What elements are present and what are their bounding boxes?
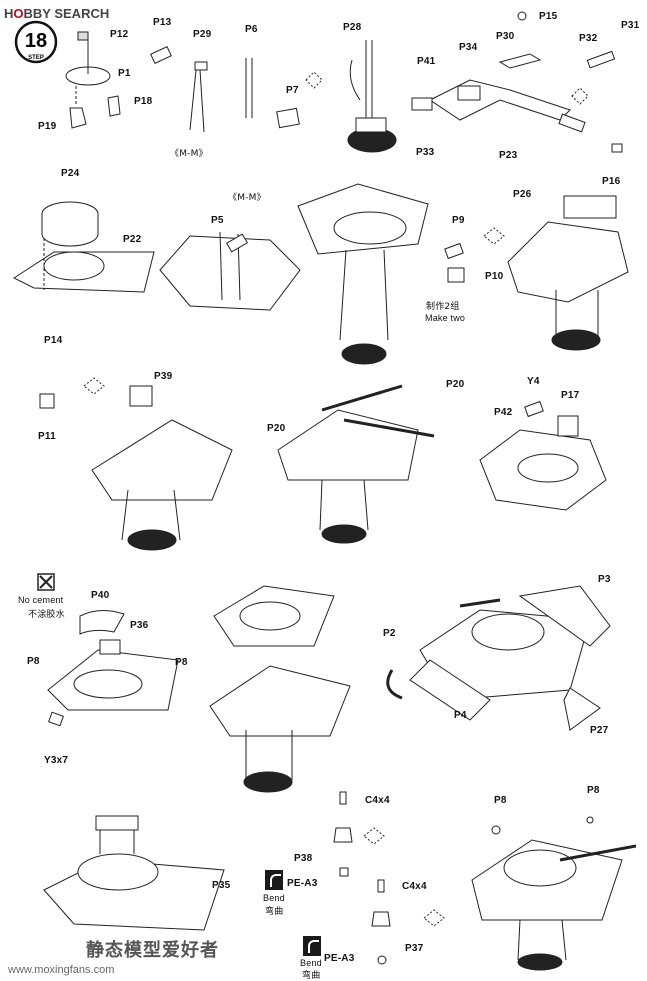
subassembly-p20 bbox=[277, 384, 435, 544]
label-mm-2: 《M-M》 bbox=[228, 193, 266, 203]
label-p15: P15 bbox=[539, 11, 558, 22]
label-p36: P36 bbox=[130, 620, 149, 631]
label-y4: Y4 bbox=[527, 376, 540, 387]
subassembly-p23 bbox=[411, 11, 623, 153]
subassembly-p37 bbox=[371, 879, 445, 965]
label-p14: P14 bbox=[44, 335, 63, 346]
subassembly-p9-p10 bbox=[444, 227, 505, 283]
label-p11: P11 bbox=[38, 431, 56, 442]
label-p24: P24 bbox=[61, 168, 80, 179]
label-p34: P34 bbox=[459, 42, 478, 53]
subassembly-p40-p36 bbox=[37, 573, 179, 727]
label-c4x4-b: C4x4 bbox=[402, 881, 427, 892]
subassembly-p39 bbox=[39, 377, 233, 551]
label-p33: P33 bbox=[416, 147, 435, 158]
label-p35: P35 bbox=[212, 880, 231, 891]
subassembly-p2-p3-p4 bbox=[386, 585, 611, 731]
subassembly-turret-mount bbox=[209, 585, 351, 793]
label-p38: P38 bbox=[294, 853, 313, 864]
label-make-two-cn: 制作2组 bbox=[426, 302, 460, 312]
label-p17: P17 bbox=[561, 390, 580, 401]
label-p10: P10 bbox=[485, 271, 504, 282]
subassembly-p42-p17 bbox=[479, 400, 607, 511]
label-bend-a: Bend bbox=[263, 893, 285, 903]
step-word: STEP bbox=[28, 55, 44, 61]
label-bend-cn-b: 弯曲 bbox=[302, 971, 321, 981]
label-p31: P31 bbox=[621, 20, 640, 31]
bend-icon bbox=[303, 936, 321, 956]
subassembly-p35 bbox=[43, 815, 225, 931]
label-p5: P5 bbox=[211, 215, 224, 226]
subassembly-p13-p29 bbox=[150, 46, 208, 133]
label-bend-b: Bend bbox=[300, 958, 322, 968]
label-p42: P42 bbox=[494, 407, 513, 418]
label-p9: P9 bbox=[452, 215, 465, 226]
label-c4x4-a: C4x4 bbox=[365, 795, 390, 806]
label-make-two: Make two bbox=[425, 313, 466, 323]
subassembly-p38 bbox=[333, 791, 385, 877]
label-pe-a3-a: PE-A3 bbox=[287, 878, 318, 889]
label-p2: P2 bbox=[383, 628, 396, 639]
label-p18: P18 bbox=[134, 96, 153, 107]
subassembly-final-turret bbox=[471, 816, 637, 971]
label-p26: P26 bbox=[513, 189, 532, 200]
watermark-text: 静态模型爱好者 bbox=[86, 940, 219, 961]
label-p30: P30 bbox=[496, 31, 515, 42]
subassembly-hull-ring bbox=[297, 183, 429, 365]
label-p8-c: P8 bbox=[494, 795, 507, 806]
label-pe-a3-b: PE-A3 bbox=[324, 953, 355, 964]
label-p20-right: P20 bbox=[446, 379, 465, 390]
label-p8-right: P8 bbox=[175, 657, 188, 668]
label-p12: P12 bbox=[110, 29, 129, 40]
label-p22: P22 bbox=[123, 234, 142, 245]
label-p23: P23 bbox=[499, 150, 518, 161]
label-p16: P16 bbox=[602, 176, 621, 187]
label-p8-d: P8 bbox=[587, 785, 600, 796]
label-p20-left: P20 bbox=[267, 423, 286, 434]
label-p8-left: P8 bbox=[27, 656, 40, 667]
label-p13: P13 bbox=[153, 17, 172, 28]
label-p3: P3 bbox=[598, 574, 611, 585]
subassembly-p6 bbox=[245, 58, 323, 129]
subassembly-p28 bbox=[347, 40, 397, 153]
step-number: 18 bbox=[25, 30, 47, 52]
label-p32: P32 bbox=[579, 33, 598, 44]
step-badge: 18 STEP bbox=[14, 20, 58, 64]
label-no-cement: No cement bbox=[18, 595, 64, 605]
subassembly-p1 bbox=[65, 31, 121, 129]
bend-icon bbox=[265, 870, 283, 890]
subassembly-p26 bbox=[507, 195, 629, 351]
label-p40: P40 bbox=[91, 590, 110, 601]
label-p19: P19 bbox=[38, 121, 57, 132]
subassembly-p5 bbox=[159, 231, 301, 311]
subassembly-p22-p24 bbox=[12, 201, 155, 293]
label-p7: P7 bbox=[286, 85, 299, 96]
label-mm-1: 《M-M》 bbox=[170, 149, 208, 159]
label-y3x7: Y3x7 bbox=[44, 755, 69, 766]
label-p6: P6 bbox=[245, 24, 258, 35]
label-p37: P37 bbox=[405, 943, 424, 954]
label-p1: P1 bbox=[118, 68, 131, 79]
label-bend-cn-a: 弯曲 bbox=[265, 907, 284, 917]
label-p28: P28 bbox=[343, 22, 362, 33]
label-p29: P29 bbox=[193, 29, 212, 40]
label-p4: P4 bbox=[454, 710, 467, 721]
label-no-cement-cn: 不涂胶水 bbox=[28, 610, 65, 620]
label-p39: P39 bbox=[154, 371, 173, 382]
watermark-url: www.moxingfans.com bbox=[8, 964, 115, 976]
label-p27: P27 bbox=[590, 725, 609, 736]
hobbysearch-logo: HOBBY SEARCH bbox=[4, 6, 110, 21]
label-p41: P41 bbox=[417, 56, 436, 67]
